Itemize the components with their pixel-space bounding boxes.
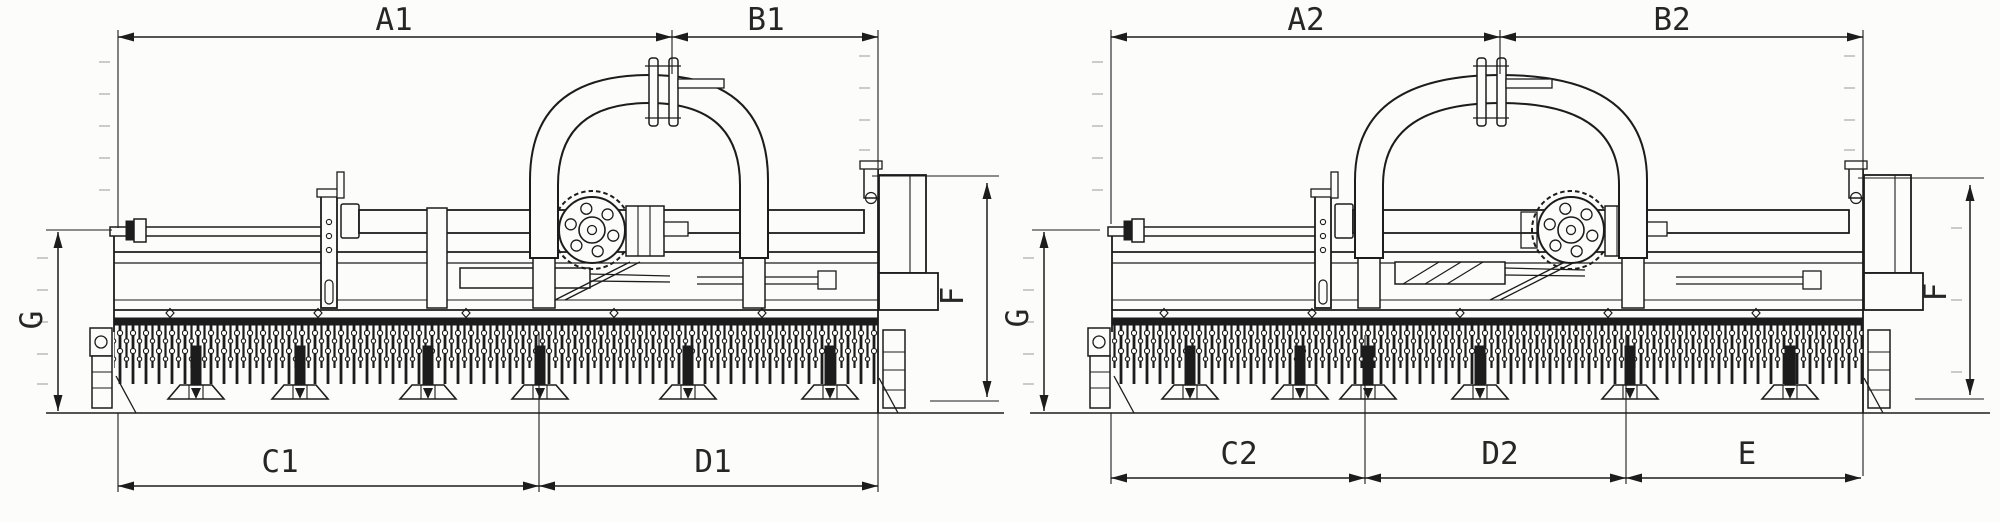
dim-label-b1: B1 — [747, 2, 784, 38]
dim-label-f-right: F — [1918, 283, 1954, 302]
dim-label-c2: C2 — [1220, 436, 1257, 472]
dim-label-d2: D2 — [1481, 436, 1518, 472]
dim-label-g-left: G — [14, 311, 50, 330]
dim-label-a1: A1 — [375, 2, 412, 38]
dim-label-a2: A2 — [1287, 2, 1324, 38]
machine-view-right — [1030, 57, 1990, 414]
dim-label-g-right: G — [1000, 309, 1036, 328]
machine-view-left — [46, 57, 1004, 414]
dim-label-d1: D1 — [694, 444, 731, 480]
dim-label-c1: C1 — [261, 444, 298, 480]
dim-label-f-left: F — [935, 287, 971, 306]
dim-label-b2: B2 — [1653, 2, 1690, 38]
dim-label-e: E — [1738, 436, 1757, 472]
dimension-lines — [37, 30, 1984, 492]
